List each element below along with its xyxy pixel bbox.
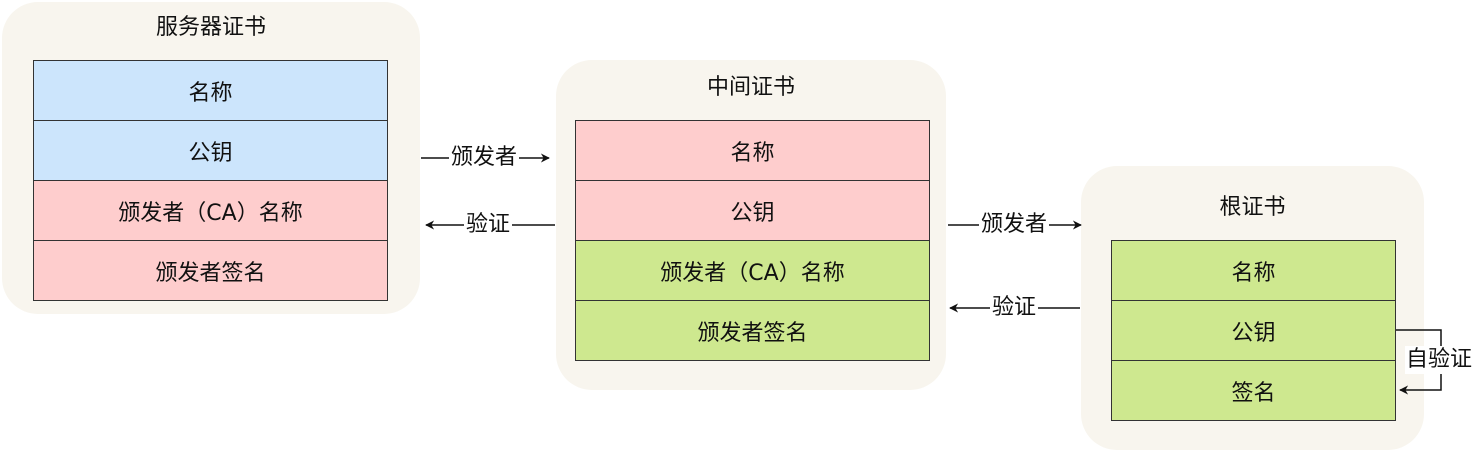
intermediate-cert-issuer-name-field: 颁发者（CA）名称 xyxy=(575,240,930,301)
self-verify-label: 自验证 xyxy=(1405,346,1474,374)
verify-label-2: 验证 xyxy=(990,294,1039,322)
root-cert-title: 根证书 xyxy=(1219,195,1286,220)
issuer-label-2: 颁发者 xyxy=(979,211,1050,239)
server-cert-public-key-field: 公钥 xyxy=(33,120,388,181)
root-cert-public-key-field: 公钥 xyxy=(1111,300,1396,361)
intermediate-cert-title: 中间证书 xyxy=(706,75,795,100)
root-cert-name-field: 名称 xyxy=(1111,240,1396,301)
verify-label-1: 验证 xyxy=(464,211,513,239)
root-cert-signature-field: 签名 xyxy=(1111,360,1396,421)
issuer-label-1: 颁发者 xyxy=(449,144,520,172)
intermediate-cert-public-key-field: 公钥 xyxy=(575,180,930,241)
intermediate-cert-issuer-signature-field: 颁发者签名 xyxy=(575,300,930,361)
server-cert-title: 服务器证书 xyxy=(155,15,266,40)
server-cert-issuer-signature-field: 颁发者签名 xyxy=(33,240,388,301)
